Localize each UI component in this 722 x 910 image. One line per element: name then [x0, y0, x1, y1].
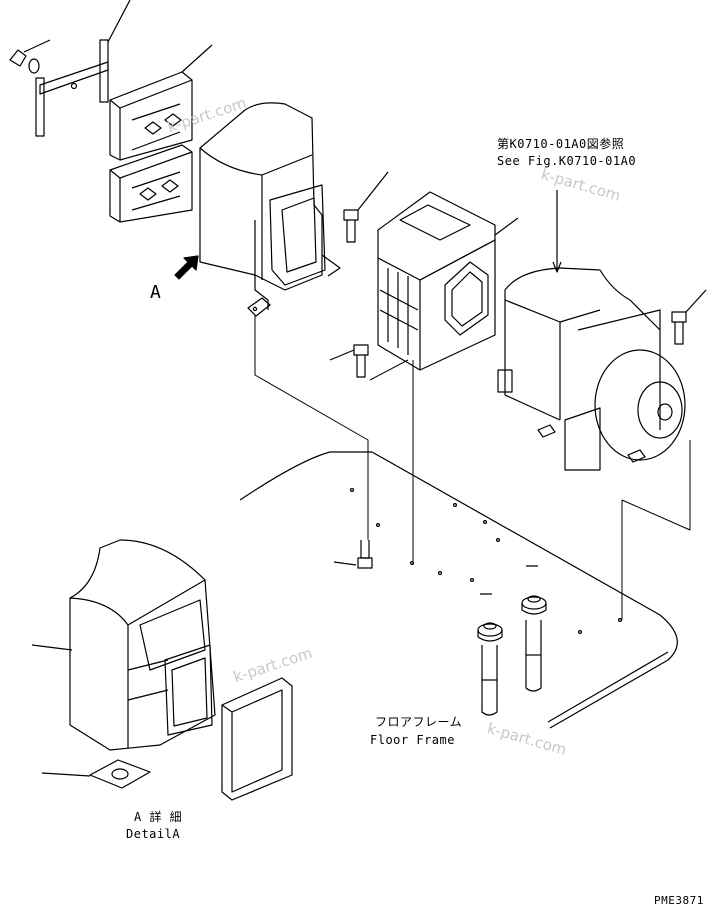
floor-frame-label-jp: フロアフレーム — [375, 715, 463, 729]
floor-frame-label-en: Floor Frame — [370, 733, 455, 747]
filter-elements — [109, 44, 213, 223]
blower-unit — [497, 190, 686, 471]
detail-label-jp: A 詳 細 — [134, 810, 183, 824]
gasket — [221, 677, 293, 801]
heater-core-unit — [377, 191, 519, 371]
reference-label-jp: 第K0710-01A0図参照 — [497, 137, 625, 151]
bolts — [329, 171, 707, 569]
drawing-code: PME3871 — [654, 894, 704, 907]
grommets-and-pipes — [477, 565, 547, 716]
view-arrow-icon — [174, 255, 199, 280]
detail-label-en: DetailA — [126, 827, 181, 841]
detail-a-housing — [31, 539, 216, 789]
intake-duct-housing — [199, 102, 341, 317]
floor-frame — [239, 451, 678, 729]
leader-lines — [254, 315, 691, 620]
view-letter: A — [150, 282, 162, 303]
reference-label-en: See Fig.K0710-01A0 — [497, 154, 637, 168]
bracket-assembly — [9, 0, 131, 137]
